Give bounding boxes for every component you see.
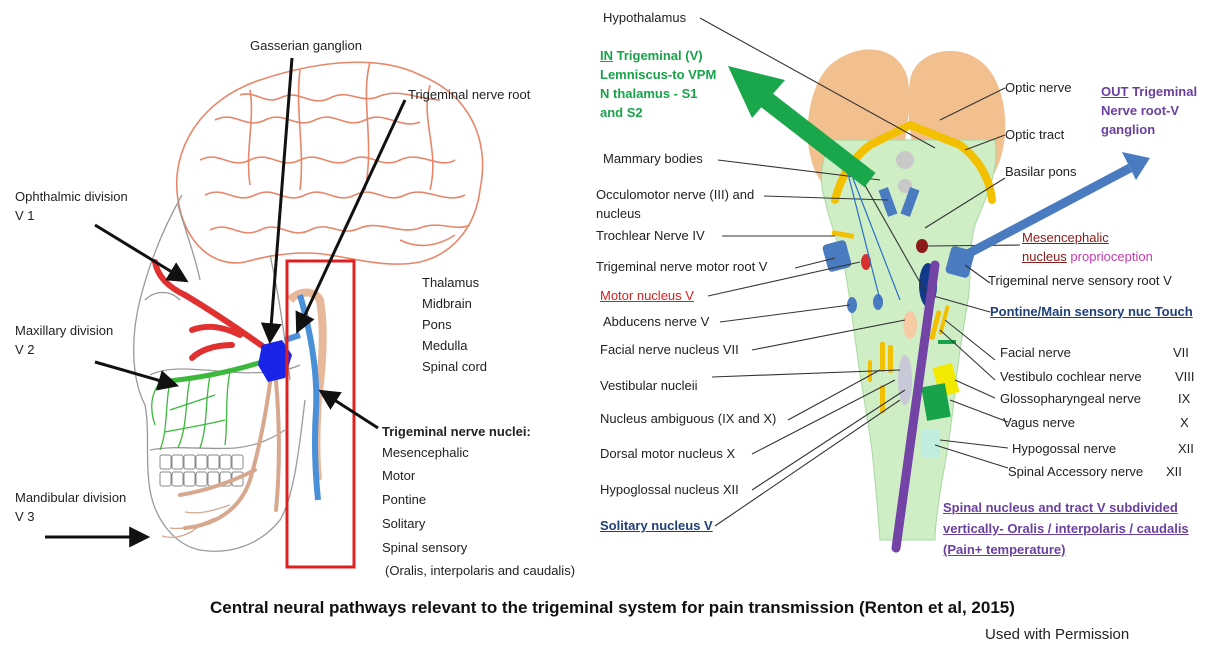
label-mammary-bodies: Mammary bodies bbox=[603, 151, 703, 167]
label-in-pathway-line2: Lemniscus-to VPM bbox=[600, 67, 716, 83]
label-out-pathway-line1: OUT Trigeminal bbox=[1101, 84, 1197, 100]
label-in-pathway-rest: Trigeminal (V) bbox=[613, 48, 703, 63]
label-nucleus-subdivisions: (Oralis, interpolaris and caudalis) bbox=[385, 563, 575, 579]
label-ophthalmic-v: V 1 bbox=[15, 208, 35, 224]
label-occulomotor-line1: Occulomotor nerve (III) and bbox=[596, 187, 754, 203]
mesencephalic-nucleus bbox=[916, 239, 928, 253]
brainstem-left bbox=[285, 293, 323, 501]
label-occulomotor-line2: nucleus bbox=[596, 206, 641, 222]
label-sensory-root: Trigeminal nerve sensory root V bbox=[988, 273, 1172, 289]
permission-note: Used with Permission bbox=[985, 626, 1129, 643]
label-ophthalmic-division: Ophthalmic division bbox=[15, 189, 128, 205]
ophthalmic-nerve bbox=[155, 262, 268, 358]
label-spinal-accessory: Spinal Accessory nerve bbox=[1008, 464, 1143, 480]
label-mesencephalic-proprioception: proprioception bbox=[1067, 249, 1153, 264]
label-nucleus-mesencephalic: Mesencephalic bbox=[382, 445, 469, 461]
label-midbrain: Midbrain bbox=[422, 296, 472, 312]
label-hypothalamus: Hypothalamus bbox=[603, 10, 686, 26]
vestibular-nucleus bbox=[898, 355, 912, 405]
label-in-pathway-line3: N thalamus - S1 bbox=[600, 86, 698, 102]
label-out-pathway-line2: Nerve root-V bbox=[1101, 103, 1179, 119]
label-dorsal-motor: Dorsal motor nucleus X bbox=[600, 446, 735, 462]
label-motor-nucleus: Motor nucleus V bbox=[600, 288, 694, 304]
label-trochlear: Trochlear Nerve IV bbox=[596, 228, 705, 244]
label-maxillary-v: V 2 bbox=[15, 342, 35, 358]
label-spinal-nucleus-line3: (Pain+ temperature) bbox=[943, 542, 1065, 558]
label-vagus-numeral: X bbox=[1180, 415, 1189, 431]
label-hypoglossal-numeral: XII bbox=[1178, 441, 1194, 457]
facial-nucleus bbox=[903, 311, 917, 339]
label-out-pathway-rest: Trigeminal bbox=[1128, 84, 1197, 99]
label-hypoglossal-nucleus: Hypoglossal nucleus XII bbox=[600, 482, 739, 498]
label-vestibular-nuclei: Vestibular nucleii bbox=[600, 378, 698, 394]
label-mandibular-v: V 3 bbox=[15, 509, 35, 525]
label-spinal-accessory-numeral: XII bbox=[1166, 464, 1182, 480]
label-nucleus-solitary: Solitary bbox=[382, 516, 425, 532]
label-nucleus-motor: Motor bbox=[382, 468, 415, 484]
label-spinal-nucleus-line2: vertically- Oralis / interpolaris / caud… bbox=[943, 521, 1189, 537]
label-trigeminal-nerve-root: Trigeminal nerve root bbox=[408, 87, 530, 103]
label-facial-nucleus: Facial nerve nucleus VII bbox=[600, 342, 739, 358]
abducens-nucleus-2 bbox=[873, 294, 883, 310]
label-vestibulo-cochlear: Vestibulo cochlear nerve bbox=[1000, 369, 1142, 385]
label-pons: Pons bbox=[422, 317, 452, 333]
label-facial-nerve: Facial nerve bbox=[1000, 345, 1071, 361]
label-spinal-nucleus-line1: Spinal nucleus and tract V subdivided bbox=[943, 500, 1178, 516]
label-out-pathway-line3: ganglion bbox=[1101, 122, 1155, 138]
label-out-keyword: OUT bbox=[1101, 84, 1128, 99]
label-optic-nerve: Optic nerve bbox=[1005, 80, 1071, 96]
label-nucleus-ambiguous: Nucleus ambiguous (IX and X) bbox=[600, 411, 776, 427]
label-in-pathway-line4: and S2 bbox=[600, 105, 643, 121]
label-optic-tract: Optic tract bbox=[1005, 127, 1064, 143]
mandibular-branches bbox=[162, 505, 230, 537]
label-medulla: Medulla bbox=[422, 338, 468, 354]
label-spinal-cord: Spinal cord bbox=[422, 359, 487, 375]
label-motor-root: Trigeminal nerve motor root V bbox=[596, 259, 767, 275]
label-pontine-main: Pontine/Main sensory nuc Touch bbox=[990, 304, 1193, 320]
label-glossopharyngeal: Glossopharyngeal nerve bbox=[1000, 391, 1141, 407]
label-mesencephalic-nucleus: nucleus bbox=[1022, 249, 1067, 264]
label-mandibular-division: Mandibular division bbox=[15, 490, 126, 506]
label-mesencephalic-line2: nucleus proprioception bbox=[1022, 249, 1153, 265]
maxillary-nerve bbox=[160, 362, 262, 382]
label-gasserian-ganglion: Gasserian ganglion bbox=[250, 38, 362, 54]
label-abducens: Abducens nerve V bbox=[603, 314, 709, 330]
label-in-pathway-line1: IN Trigeminal (V) bbox=[600, 48, 703, 64]
pituitary bbox=[896, 151, 914, 169]
label-nuclei-title: Trigeminal nerve nuclei: bbox=[382, 424, 531, 440]
label-in-keyword: IN bbox=[600, 48, 613, 63]
label-nucleus-pontine: Pontine bbox=[382, 492, 426, 508]
label-vagus: Vagus nerve bbox=[1003, 415, 1075, 431]
label-solitary-nucleus: Solitary nucleus V bbox=[600, 518, 713, 534]
label-basilar-pons: Basilar pons bbox=[1005, 164, 1077, 180]
label-facial-nerve-numeral: VII bbox=[1173, 345, 1189, 361]
label-vestibulo-numeral: VIII bbox=[1175, 369, 1195, 385]
label-thalamus: Thalamus bbox=[422, 275, 479, 291]
hypoglossal-block bbox=[922, 430, 940, 458]
label-hypoglossal-nerve: Hypogossal nerve bbox=[1012, 441, 1116, 457]
figure-caption: Central neural pathways relevant to the … bbox=[210, 598, 1015, 618]
label-maxillary-division: Maxillary division bbox=[15, 323, 113, 339]
label-mesencephalic-line1: Mesencephalic bbox=[1022, 230, 1109, 246]
label-nucleus-spinal-sensory: Spinal sensory bbox=[382, 540, 467, 556]
label-glossopharyngeal-numeral: IX bbox=[1178, 391, 1190, 407]
